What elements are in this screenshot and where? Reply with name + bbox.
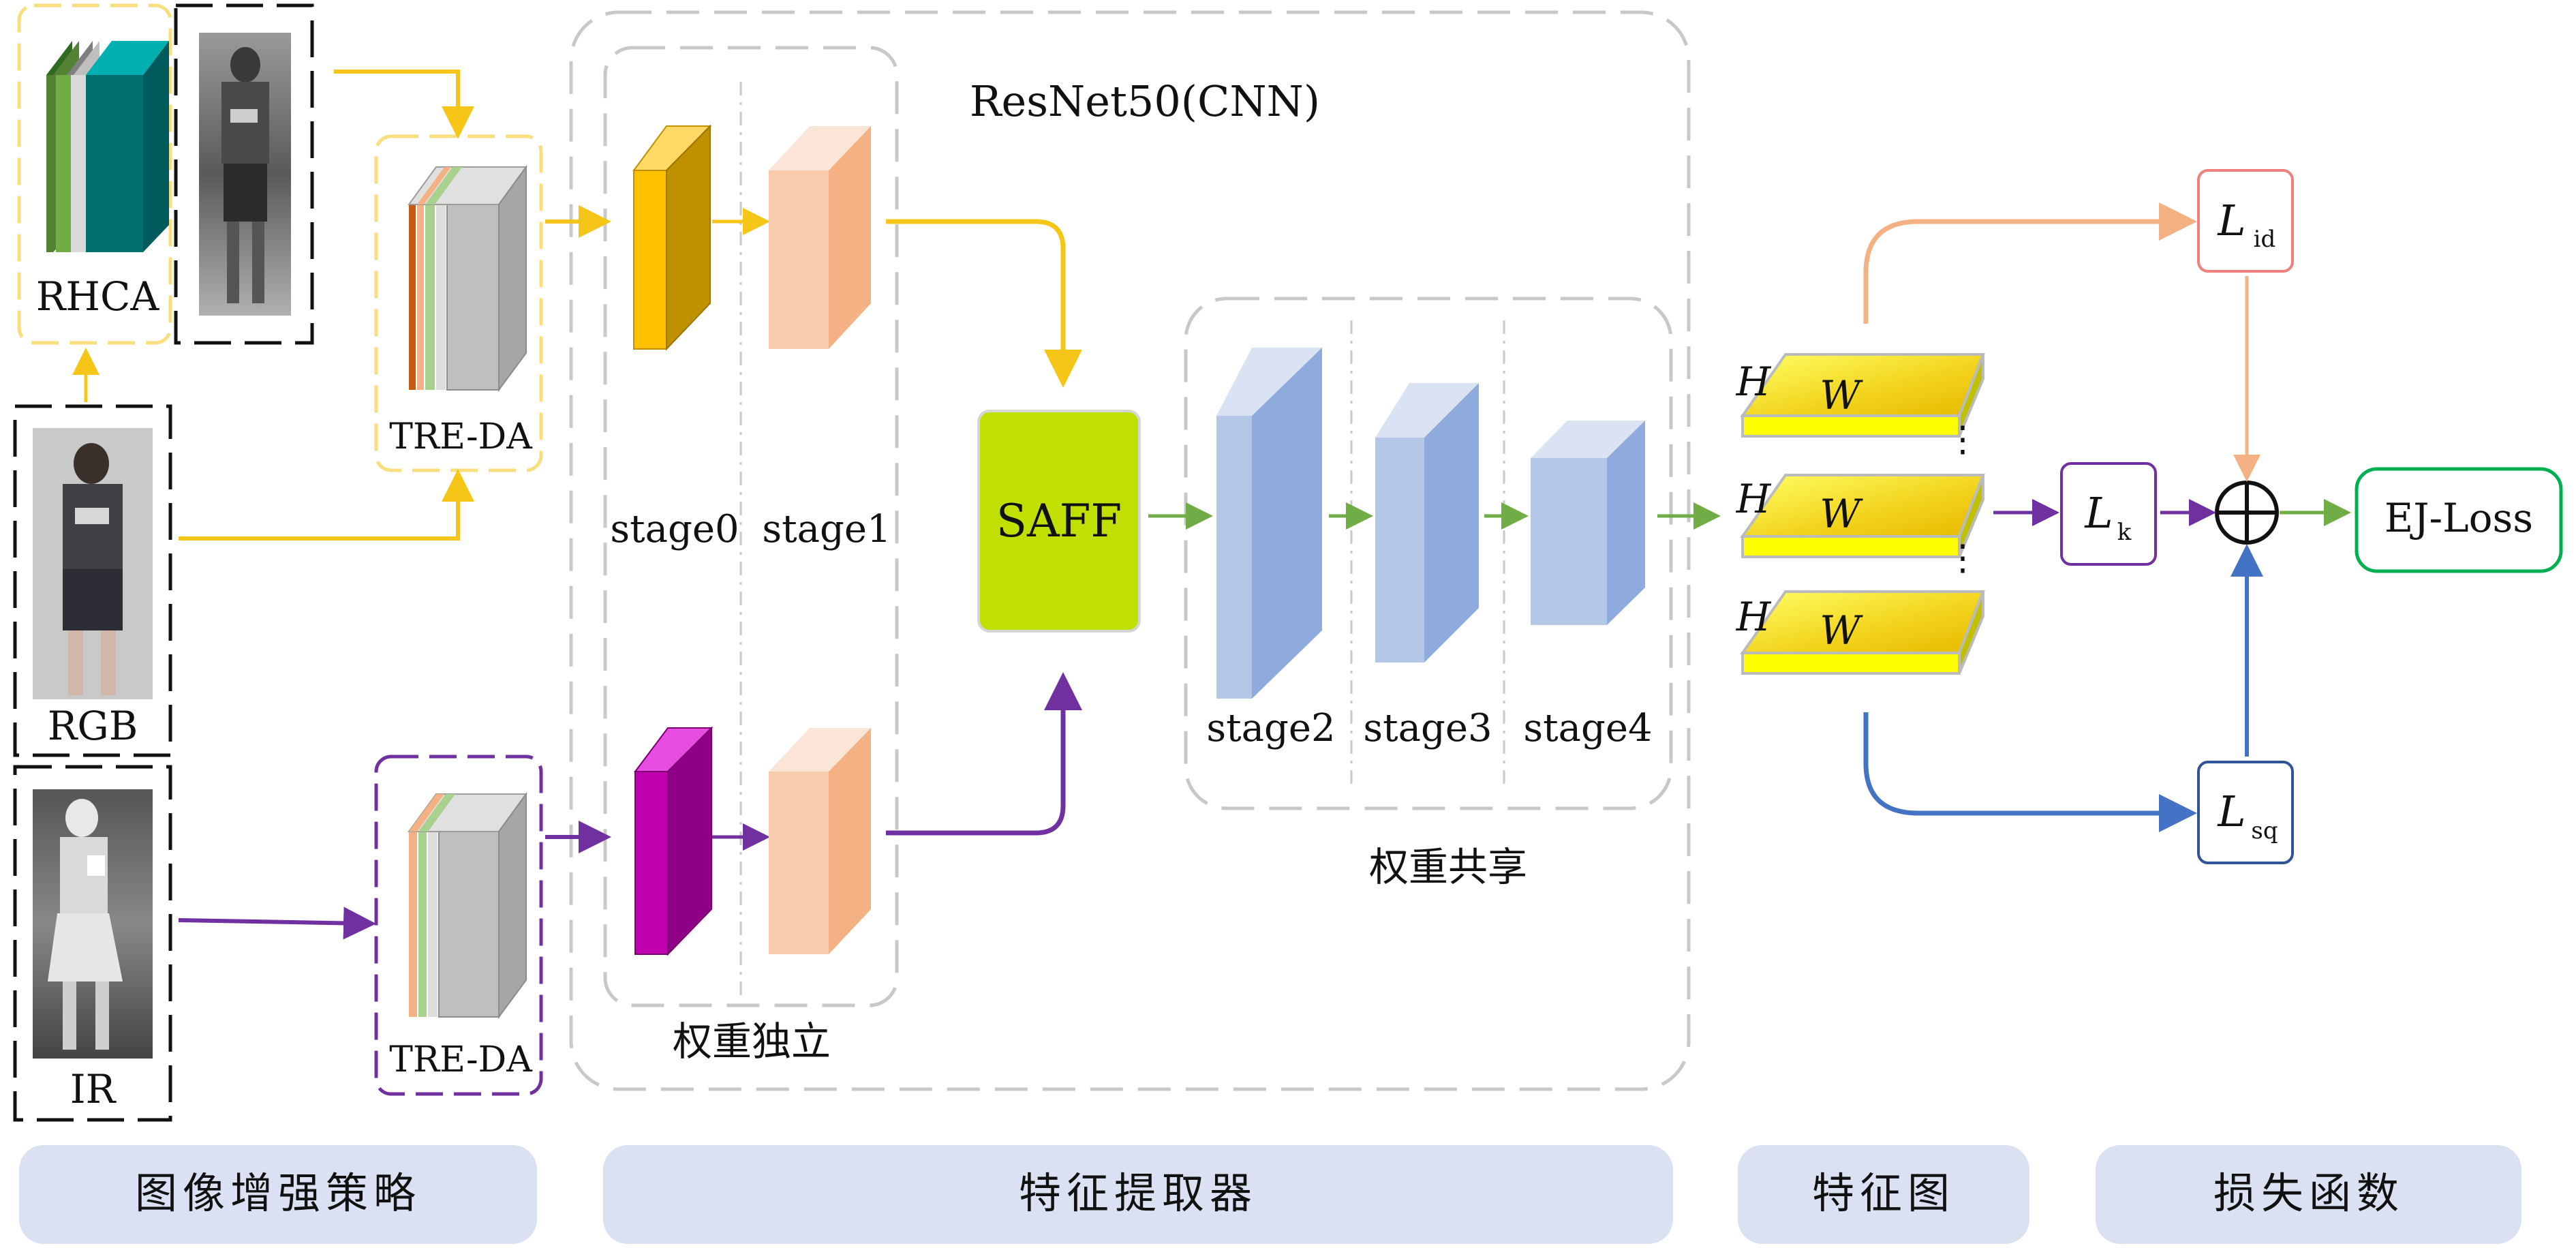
ej-loss-box [2355,467,2563,573]
rgb-label: RGB [48,703,138,749]
person-image-rhca [199,33,291,316]
section-image-augmentation [19,1145,537,1244]
arrow-ir-to-treda [178,907,376,940]
loss-sq-box [2197,761,2294,864]
oplus-sum-icon [2215,481,2279,545]
feature-map-2 [1740,474,1985,558]
stage1-block-top [769,126,871,349]
ellipsis-2: ⋮ [1945,538,1980,579]
stage4-block [1531,421,1645,625]
saff-block [977,410,1141,633]
ir-label: IR [70,1066,117,1112]
resnet-title: ResNet50(CNN) [970,76,1320,126]
independent-weights-box [603,46,899,1007]
section-loss-function [2096,1145,2521,1244]
section-feature-map-label: 特征图 [1812,1168,1955,1218]
loss-k-box [2060,462,2157,566]
feature-map-2-w: W [1820,491,1863,537]
feature-map-3 [1740,590,1985,675]
section-feature-extractor [603,1145,1673,1244]
person-image-box-ir [13,765,172,1122]
arrow-rhca-to-treda [334,70,474,139]
section-loss-function-label: 损失函数 [2213,1168,2404,1218]
stage0-block-top [632,124,712,351]
ej-loss-label: EJ-Loss [2385,495,2533,541]
loss-k-subscript: k [2117,519,2132,546]
feature-map-1-w: W [1820,372,1863,418]
loss-id-subscript: id [2254,226,2276,253]
loss-sq-label: L [2217,787,2245,836]
treda-bottom-box [374,755,543,1096]
loss-sq-subscript: sq [2251,817,2278,844]
arrow-to-lsq [1863,712,2197,832]
stage1-label: stage1 [762,507,891,551]
section-feature-extractor-label: 特征提取器 [1019,1168,1257,1218]
stage4-label: stage4 [1523,706,1652,750]
shared-weights-box [1184,296,1673,810]
rhca-book-icon [46,41,169,252]
rhca-box [17,3,172,345]
person-image-box-rgb [13,404,172,757]
ellipsis-1: ⋮ [1945,419,1980,460]
stage3-label: stage3 [1363,706,1492,750]
stage0-block-bottom [634,726,714,956]
treda-top-label: TRE-DA [389,416,533,457]
stage2-label: stage2 [1206,706,1335,750]
stage0-label: stage0 [610,507,739,551]
arrow-stage1-top-to-saff [886,219,1082,388]
feature-map-1 [1740,353,1985,438]
stage1-block-bottom [769,728,871,954]
saff-label: SAFF [996,495,1122,547]
loss-id-box [2197,169,2294,273]
independent-weights-label: 权重独立 [673,1018,831,1065]
treda-bottom-label: TRE-DA [389,1039,533,1080]
section-feature-map [1738,1145,2029,1244]
person-image-box-top [174,3,314,345]
arrow-rgb-to-treda [179,469,474,541]
arrow-stage1-bottom-to-saff [886,672,1082,836]
rhca-label: RHCA [36,273,160,320]
person-image-ir [33,789,153,1059]
person-image-rgb [33,428,153,699]
treda-top-book-icon [408,164,527,393]
section-image-augmentation-label: 图像增强策略 [135,1168,421,1218]
treda-bottom-book-icon [408,791,527,1020]
stage2-block [1216,348,1322,699]
stage3-block [1375,383,1479,663]
loss-id-label: L [2217,196,2245,245]
resnet-container [569,10,1691,1091]
arrow-to-lid [1863,202,2197,324]
shared-weights-label: 权重共享 [1369,844,1527,890]
loss-k-label: L [2084,488,2113,538]
feature-map-1-h: H [1736,359,1772,405]
feature-map-3-w: W [1820,607,1863,654]
feature-map-2-h: H [1736,476,1772,522]
feature-map-3-h: H [1736,594,1772,640]
